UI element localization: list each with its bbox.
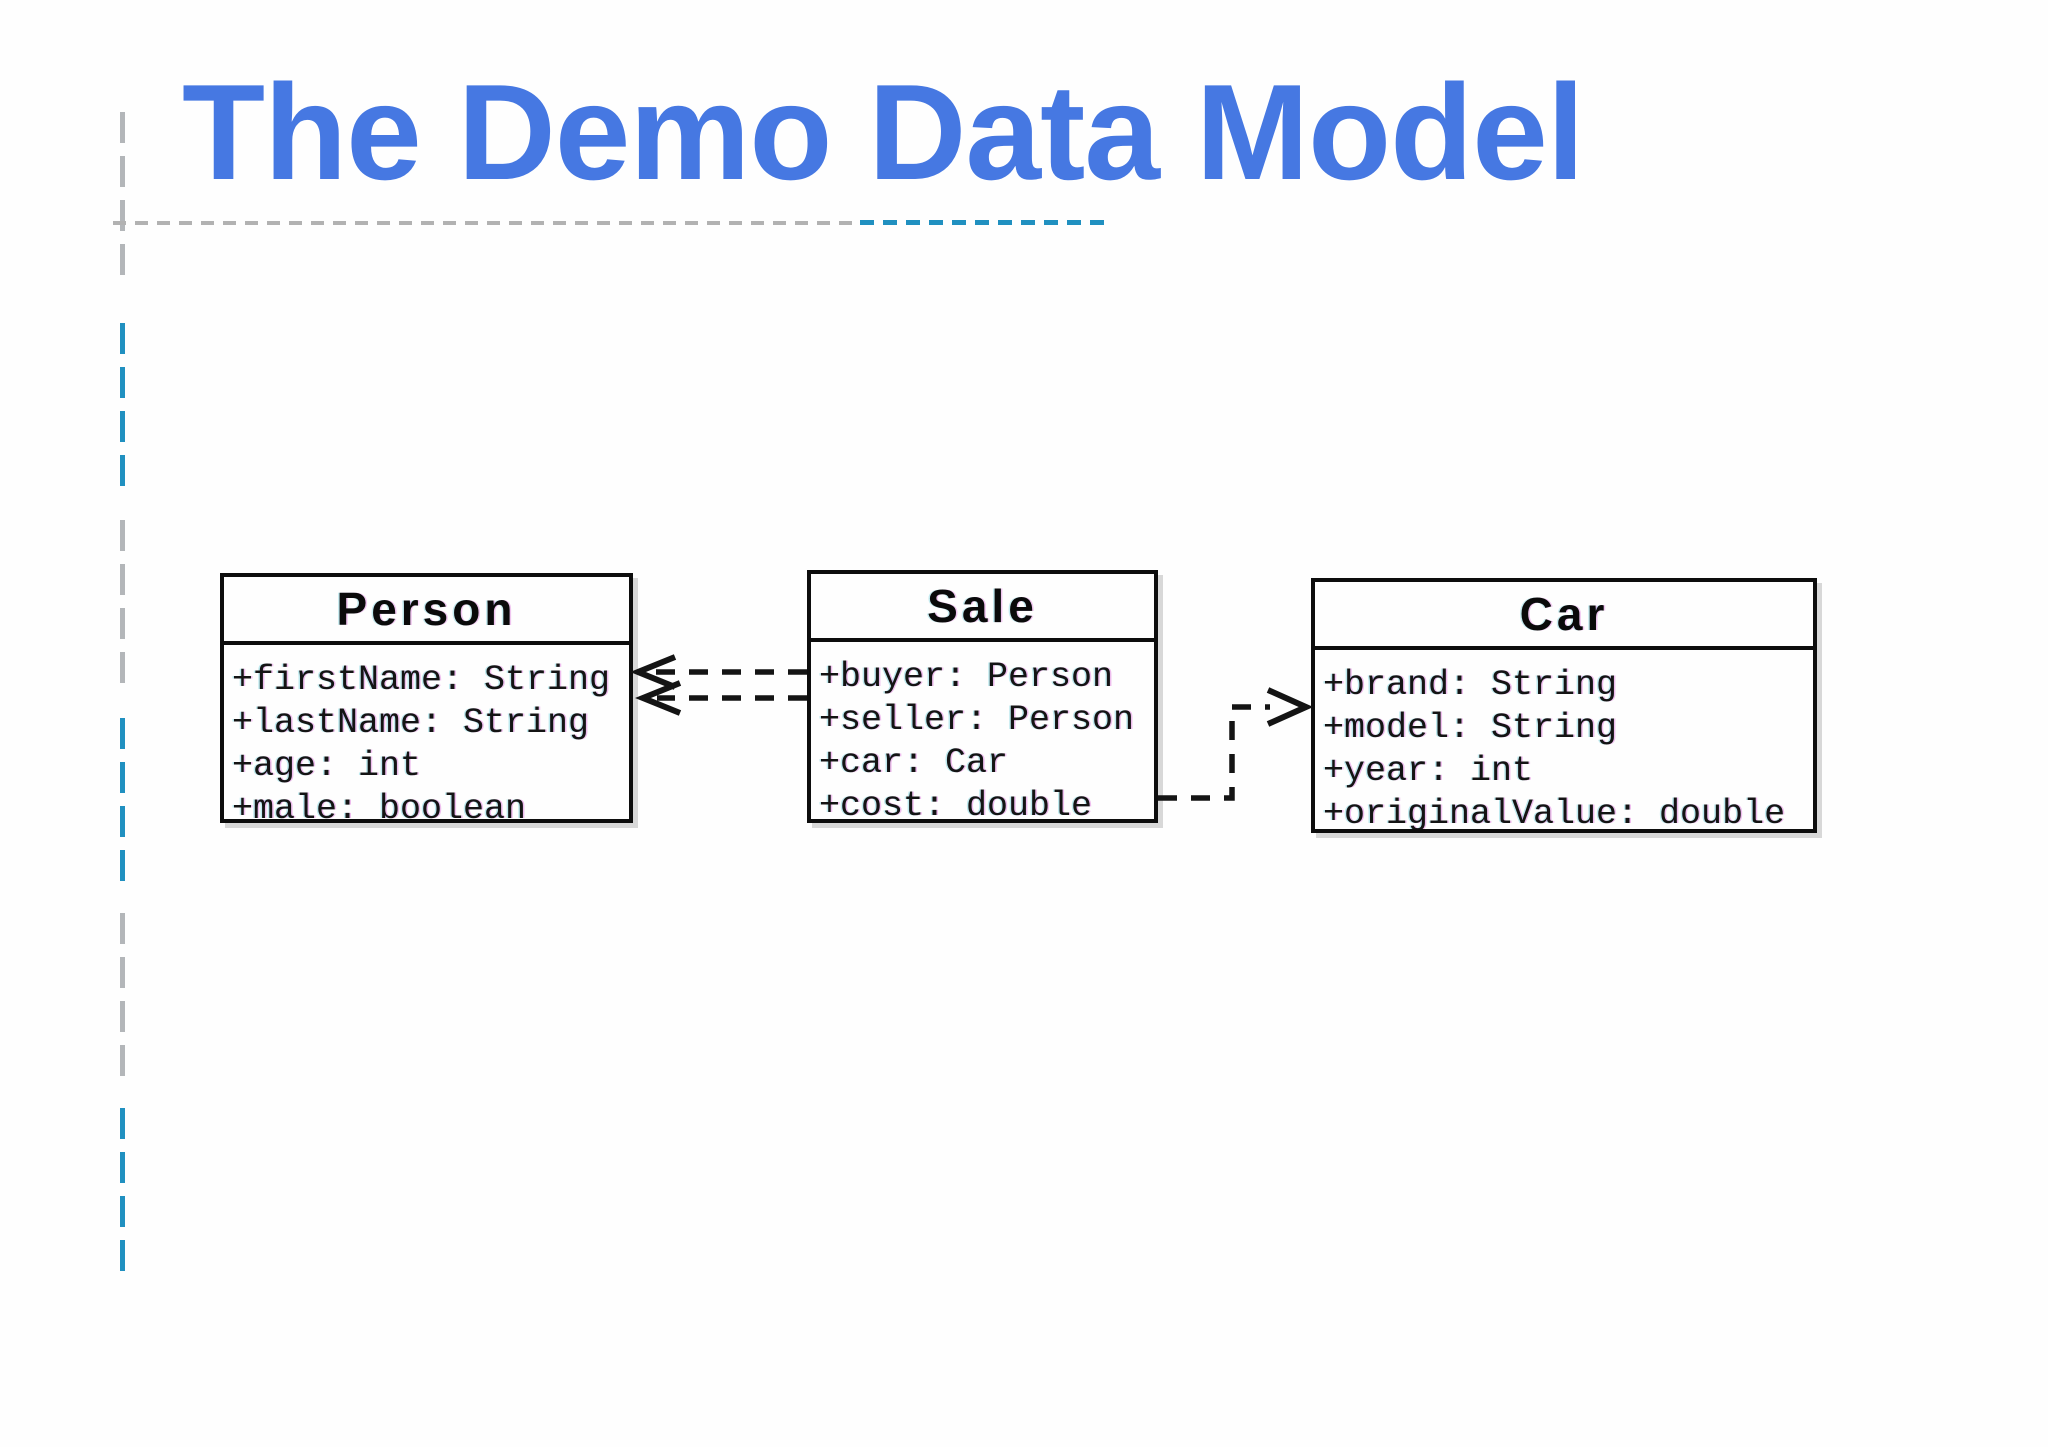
uml-attribute: +car: Car <box>819 743 1009 783</box>
uml-attribute: +year: int <box>1323 751 1534 791</box>
uml-class-car-name: Car <box>1315 582 1813 650</box>
left-rule-dash-group-gray <box>120 913 125 1076</box>
slide-title: The Demo Data Model <box>182 56 1585 208</box>
uml-attribute: +originalValue: double <box>1323 794 1786 833</box>
uml-attribute: +buyer: Person <box>819 657 1114 697</box>
uml-attribute: +firstName: String <box>232 660 611 700</box>
open-arrowhead-person-upper <box>630 654 677 690</box>
left-rule-dash-group-gray <box>120 112 125 275</box>
uml-attribute: +seller: Person <box>819 700 1135 740</box>
left-rule-dash-group-teal <box>120 718 125 881</box>
left-rule-dash-group-gray <box>120 520 125 683</box>
uml-attribute: +male: boolean <box>232 789 527 823</box>
uml-attribute: +lastName: String <box>232 703 590 743</box>
uml-attribute: +age: int <box>232 746 422 786</box>
open-arrowhead-person-lower <box>635 680 682 716</box>
uml-class-person-name: Person <box>224 577 629 645</box>
left-rule-dash-group-teal <box>120 1108 125 1271</box>
uml-attribute: +cost: double <box>819 786 1093 823</box>
uml-class-person: Person +firstName: String +lastName: Str… <box>220 573 633 823</box>
title-underline-teal <box>860 220 1104 225</box>
uml-class-car-attributes: +brand: String +model: String +year: int… <box>1315 650 1813 833</box>
uml-class-car: Car +brand: String +model: String +year:… <box>1311 578 1817 833</box>
title-underline-gray <box>113 221 860 225</box>
uml-class-sale-name: Sale <box>811 574 1154 642</box>
uml-class-sale-attributes: +buyer: Person +seller: Person +car: Car… <box>811 642 1154 823</box>
uml-class-person-attributes: +firstName: String +lastName: String +ag… <box>224 645 629 823</box>
uml-attribute: +model: String <box>1323 708 1618 748</box>
uml-class-sale: Sale +buyer: Person +seller: Person +car… <box>807 570 1158 823</box>
open-arrowhead-car <box>1266 687 1314 727</box>
left-rule-dash-group-teal <box>120 323 125 486</box>
uml-attribute: +brand: String <box>1323 665 1618 705</box>
sale-to-car-line <box>1158 704 1270 801</box>
